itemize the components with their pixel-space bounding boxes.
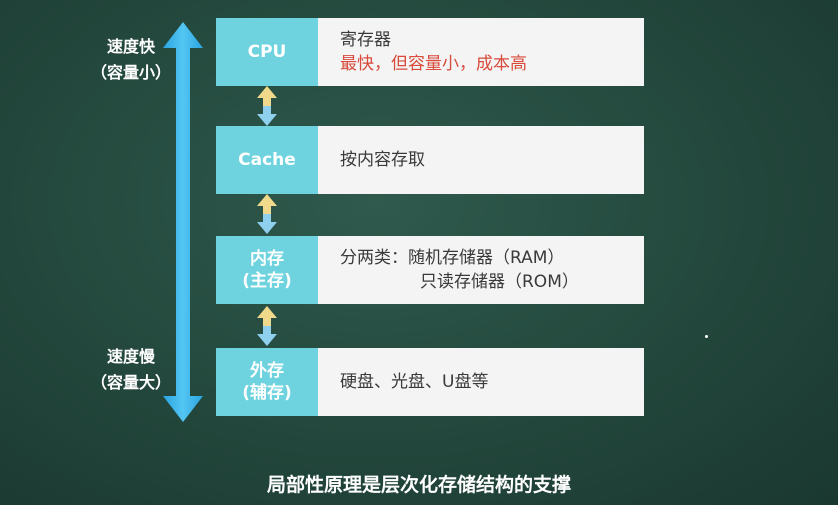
level-main-memory-desc: 分两类：随机存储器（RAM） 只读存储器（ROM） xyxy=(318,236,644,304)
level-external-storage-key-line1: 外存 xyxy=(250,361,284,381)
level-cache-desc: 按内容存取 xyxy=(318,126,644,194)
level-cpu-desc: 寄存器 最快，但容量小，成本高 xyxy=(318,18,644,86)
capacity-large-text: （容量大） xyxy=(90,373,171,392)
caption: 局部性原理是层次化存储结构的支撑 xyxy=(266,474,571,496)
capacity-small-text: （容量小） xyxy=(90,63,171,82)
level-external-storage-desc-line1: 硬盘、光盘、U盘等 xyxy=(340,372,489,392)
connector-memory-external-icon xyxy=(257,306,277,346)
speed-fast-label: 速度快 （容量小） xyxy=(76,34,186,86)
level-cpu-desc-line1: 寄存器 xyxy=(340,30,391,50)
speed-slow-text: 速度慢 xyxy=(106,347,155,366)
level-main-memory-key: 内存 (主存) xyxy=(216,236,318,304)
speed-fast-text: 速度快 xyxy=(106,37,155,56)
connector-cpu-cache-icon xyxy=(257,86,277,126)
level-main-memory-key-line1: 内存 xyxy=(250,249,284,269)
level-main-memory-key-line2: (主存) xyxy=(242,271,292,291)
level-main-memory-desc-line1: 分两类：随机存储器（RAM） xyxy=(340,248,565,268)
level-external-storage-key-line2: (辅存) xyxy=(242,383,292,403)
level-cache-key: Cache xyxy=(216,126,318,194)
level-cpu-desc-line2: 最快，但容量小，成本高 xyxy=(340,54,527,74)
level-cpu-key: CPU xyxy=(216,18,318,86)
speed-capacity-double-arrow xyxy=(163,22,203,422)
connector-cache-memory-icon xyxy=(257,194,277,234)
level-external-storage-desc: 硬盘、光盘、U盘等 xyxy=(318,348,644,416)
level-main-memory-desc-line2: 只读存储器（ROM） xyxy=(420,272,579,292)
speed-slow-label: 速度慢 （容量大） xyxy=(76,344,186,396)
stray-dot xyxy=(705,335,708,338)
level-external-storage-key: 外存 (辅存) xyxy=(216,348,318,416)
level-cache-desc-line1: 按内容存取 xyxy=(340,150,425,170)
level-cpu-key-text: CPU xyxy=(247,42,287,62)
level-cache-key-text: Cache xyxy=(238,150,296,170)
